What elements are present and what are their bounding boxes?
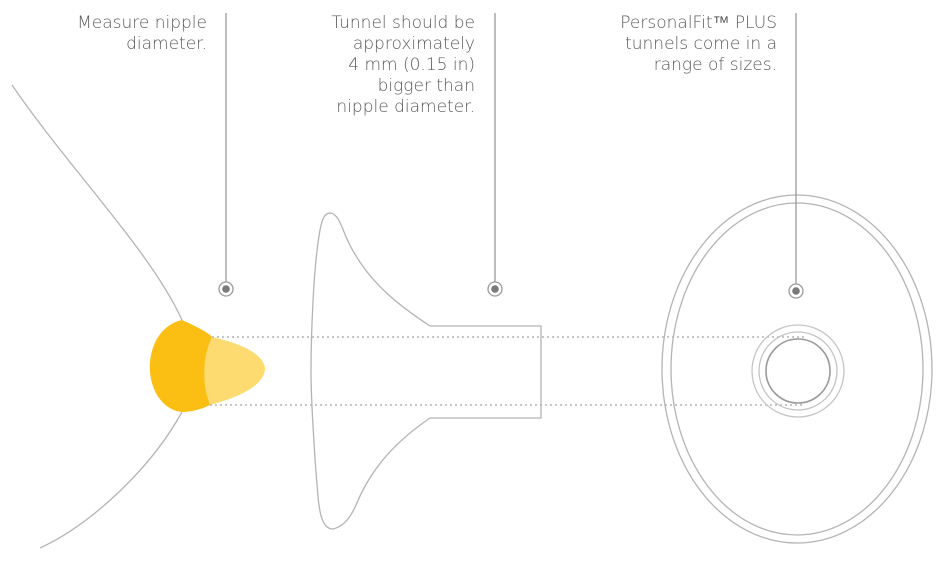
- caption-tunnel-sizes: PersonalFit™ PLUS tunnels come in a rang…: [620, 13, 777, 76]
- caption-line: diameter.: [126, 34, 207, 54]
- marker-sizes: [788, 283, 804, 299]
- tunnel-ring-3: [765, 338, 831, 404]
- caption-line: Measure nipple: [77, 13, 207, 33]
- caption-line: bigger than: [377, 76, 475, 96]
- shield-flange-outer: [661, 194, 933, 544]
- caption-line: nipple diameter.: [336, 97, 475, 117]
- caption-line: 4 mm (0.15 in): [348, 55, 475, 75]
- tunnel-ring-2: [758, 331, 838, 411]
- breast-outline-lower: [39, 411, 183, 549]
- caption-line: range of sizes.: [653, 55, 777, 75]
- breast-outline-upper: [11, 84, 183, 321]
- caption-measure-nipple: Measure nipple diameter.: [77, 13, 207, 55]
- caption-line: approximately: [352, 34, 475, 54]
- nipple-tip: [204, 337, 265, 405]
- caption-line: Tunnel should be: [331, 13, 475, 33]
- caption-line: PersonalFit™ PLUS: [620, 13, 777, 33]
- caption-tunnel-size: Tunnel should be approximately 4 mm (0.1…: [331, 13, 475, 118]
- nipple-areola: [149, 320, 212, 412]
- shield-flange-inner: [670, 202, 924, 536]
- caption-line: tunnels come in a: [625, 34, 777, 54]
- tunnel-ring-1: [751, 324, 845, 418]
- breast-shield-funnel: [310, 212, 542, 530]
- marker-measure: [218, 281, 234, 297]
- marker-tunnel: [487, 281, 503, 297]
